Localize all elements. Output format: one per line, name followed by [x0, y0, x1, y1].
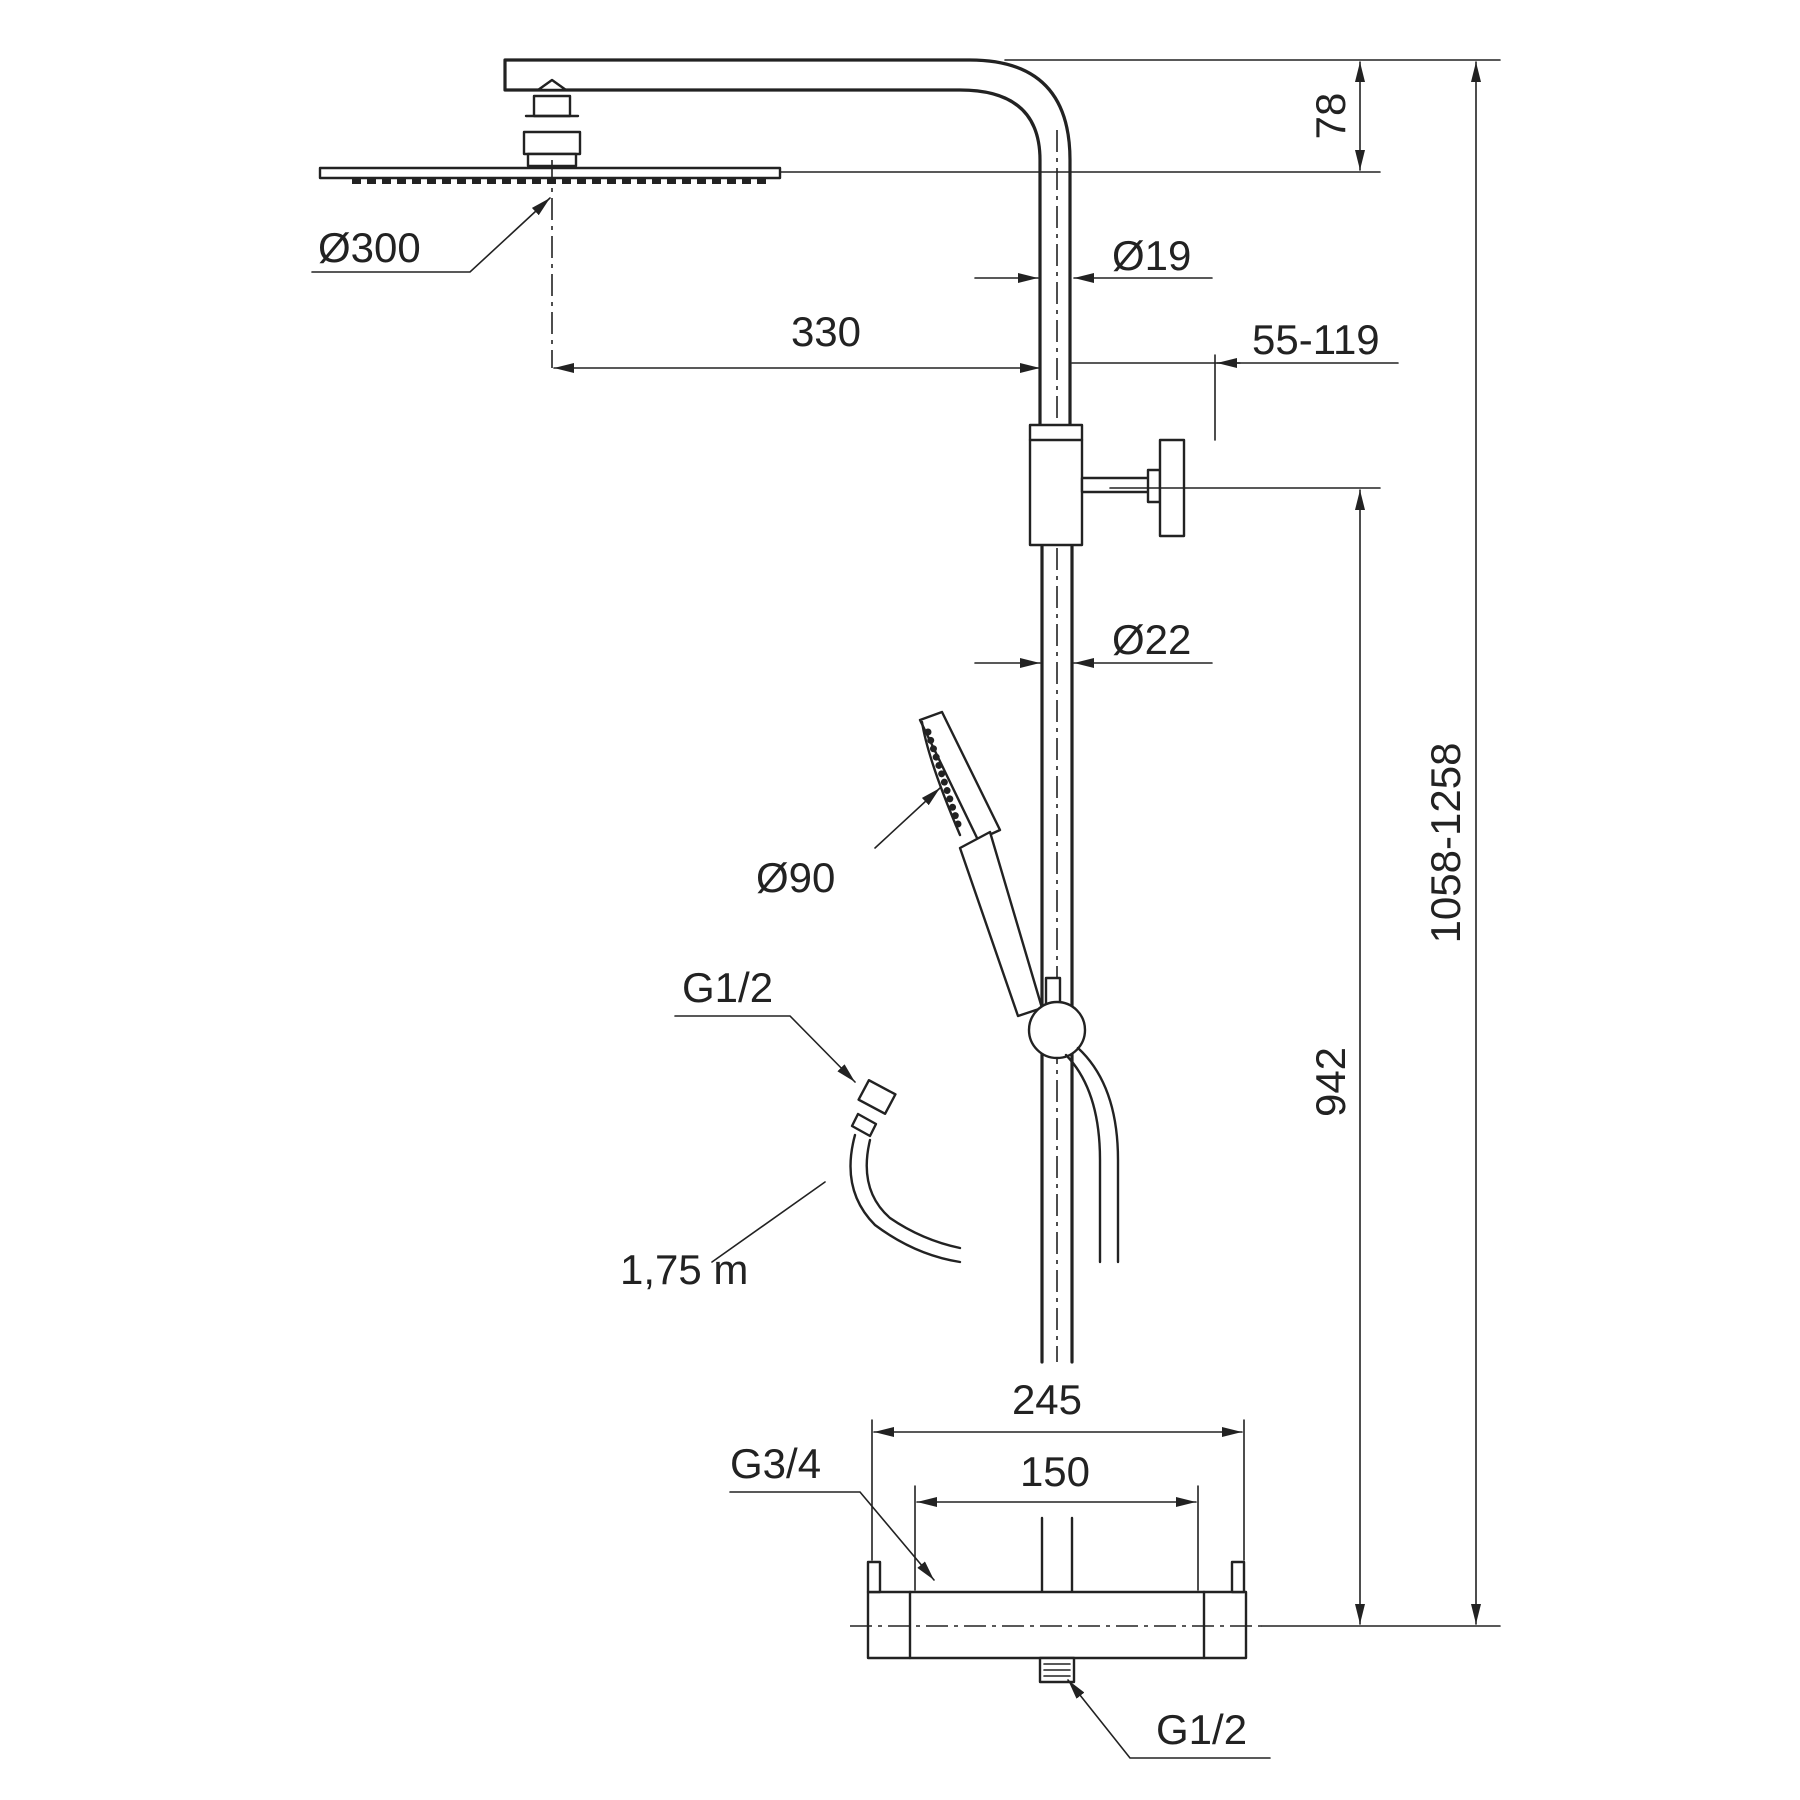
dimension-labels: Ø300 78 Ø19 330 55-119 Ø22 Ø90 G1/2 1,75… — [318, 93, 1469, 1753]
label-total-height: 1058-1258 — [1422, 743, 1469, 944]
nozzle — [397, 178, 406, 184]
thermostat-mixer — [850, 1516, 1262, 1684]
label-inlet-spacing: 150 — [1020, 1448, 1090, 1495]
nozzle — [652, 178, 661, 184]
nozzle — [637, 178, 646, 184]
hand-nozzle — [927, 736, 935, 744]
nozzle — [742, 178, 751, 184]
overhead-arm — [503, 58, 1072, 427]
nozzle — [502, 178, 511, 184]
label-riser-pipe-diameter: Ø22 — [1112, 616, 1191, 663]
hand-nozzle — [924, 728, 932, 736]
hand-nozzle — [932, 753, 940, 761]
label-arm-height: 78 — [1307, 93, 1354, 140]
nozzle — [487, 178, 496, 184]
nozzle — [472, 178, 481, 184]
hand-nozzle — [946, 795, 954, 803]
shower-hose — [849, 1079, 962, 1264]
nozzle — [607, 178, 616, 184]
head-connector — [522, 78, 582, 168]
nozzle — [697, 178, 706, 184]
nozzle — [682, 178, 691, 184]
nozzle — [622, 178, 631, 184]
nozzle — [712, 178, 721, 184]
riser-hose — [1064, 1046, 1120, 1264]
hand-nozzle — [938, 770, 946, 778]
nozzle — [442, 178, 451, 184]
label-outlet-thread: G1/2 — [1156, 1706, 1247, 1753]
nozzle — [517, 178, 526, 184]
rain-shower-head — [318, 166, 782, 184]
label-bracket-height: 942 — [1307, 1047, 1354, 1117]
nozzle — [412, 178, 421, 184]
nozzle — [352, 178, 361, 184]
riser-pipe — [1040, 130, 1074, 1364]
nozzle — [667, 178, 676, 184]
hand-shower — [918, 710, 1044, 1018]
label-mixer-width: 245 — [1012, 1376, 1082, 1423]
label-inlet-thread: G3/4 — [730, 1440, 821, 1487]
shower-column — [318, 58, 1262, 1684]
hand-nozzle — [940, 778, 948, 786]
wall-bracket — [1028, 423, 1186, 547]
label-hose-length: 1,75 m — [620, 1246, 748, 1293]
hand-nozzle — [929, 745, 937, 753]
hand-nozzle — [951, 812, 959, 820]
slide-holder — [1027, 976, 1087, 1060]
nozzle — [577, 178, 586, 184]
nozzle — [427, 178, 436, 184]
nozzle — [367, 178, 376, 184]
hand-nozzle — [935, 761, 943, 769]
label-hand-shower-diameter: Ø90 — [756, 854, 835, 901]
nozzle — [592, 178, 601, 184]
label-wall-bracket-distance: 55-119 — [1252, 316, 1380, 363]
nozzle — [757, 178, 766, 184]
label-head-diameter: Ø300 — [318, 224, 421, 271]
nozzle — [532, 178, 541, 184]
nozzle — [382, 178, 391, 184]
nozzle — [457, 178, 466, 184]
dimension-lines — [311, 59, 1501, 1759]
label-arm-reach: 330 — [791, 308, 861, 355]
nozzle — [562, 178, 571, 184]
hand-nozzle — [949, 803, 957, 811]
hand-nozzle — [943, 787, 951, 795]
label-hose-connection: G1/2 — [682, 964, 773, 1011]
hand-nozzle — [954, 820, 962, 828]
nozzle — [727, 178, 736, 184]
label-arm-pipe-diameter: Ø19 — [1112, 232, 1191, 279]
